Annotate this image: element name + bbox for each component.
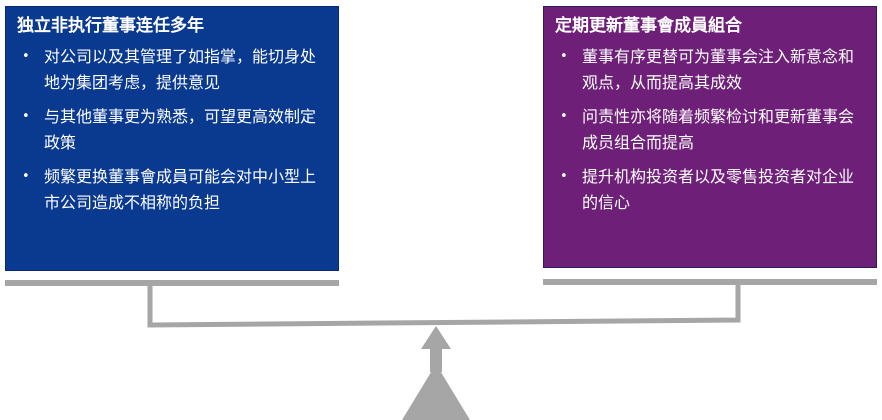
- left-argument-panel: 独立非执行董事连任多年 • 对公司以及其管理了如指掌，能切身处地为集团考虑，提供…: [5, 6, 339, 271]
- bullet-dot-icon: •: [560, 169, 568, 184]
- bullet-dot-icon: •: [560, 109, 568, 124]
- left-panel-title: 独立非执行董事连任多年: [17, 16, 204, 36]
- left-bullet-item: • 频繁更换董事會成員可能会对中小型上市公司造成不相称的负担: [17, 164, 326, 216]
- right-bullet-text: 问责性亦将随着频繁检讨和更新董事会成员组合而提高: [582, 107, 855, 152]
- bullet-dot-icon: •: [560, 49, 568, 64]
- bullet-dot-icon: •: [22, 169, 30, 184]
- left-bullet-item: • 与其他董事更为熟悉，可望更高效制定政策: [17, 104, 326, 156]
- left-bullet-list: • 对公司以及其管理了如指掌，能切身处地为集团考虑，提供意见 • 与其他董事更为…: [17, 44, 326, 216]
- right-bullet-item: • 问责性亦将随着频繁检讨和更新董事会成员组合而提高: [555, 104, 864, 156]
- right-panel-title: 定期更新董事會成員組合: [555, 16, 742, 36]
- scale-post: [430, 348, 442, 372]
- right-scale-pan: [543, 279, 877, 285]
- left-bullet-item: • 对公司以及其管理了如指掌，能切身处地为集团考虑，提供意见: [17, 44, 326, 96]
- scale-base: [402, 364, 470, 420]
- right-bullet-list: • 董事有序更替可为董事会注入新意念和观点，从而提高其成效 • 问责性亦将随着频…: [555, 44, 864, 216]
- right-bullet-text: 董事有序更替可为董事会注入新意念和观点，从而提高其成效: [582, 47, 855, 92]
- left-scale-pan: [5, 280, 339, 286]
- right-argument-panel: 定期更新董事會成員組合 • 董事有序更替可为董事会注入新意念和观点，从而提高其成…: [543, 6, 877, 268]
- right-bullet-item: • 提升机构投资者以及零售投资者对企业的信心: [555, 164, 864, 216]
- left-bullet-text: 与其他董事更为熟悉，可望更高效制定政策: [44, 107, 317, 152]
- right-bullet-text: 提升机构投资者以及零售投资者对企业的信心: [582, 167, 855, 212]
- right-bullet-item: • 董事有序更替可为董事会注入新意念和观点，从而提高其成效: [555, 44, 864, 96]
- scale-beam: [147, 285, 741, 328]
- bullet-dot-icon: •: [22, 109, 30, 124]
- left-bullet-text: 对公司以及其管理了如指掌，能切身处地为集团考虑，提供意见: [44, 47, 317, 92]
- bullet-dot-icon: •: [22, 49, 30, 64]
- left-bullet-text: 频繁更换董事會成員可能会对中小型上市公司造成不相称的负担: [44, 167, 317, 212]
- scale-pivot-arrow: [421, 326, 451, 349]
